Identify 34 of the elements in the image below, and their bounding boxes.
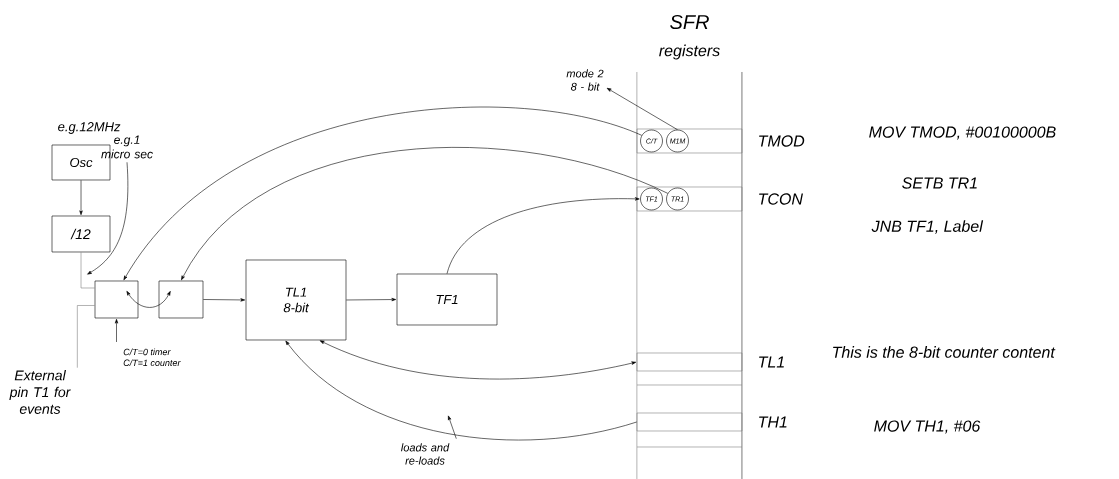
column-heading: SFR [670, 14, 709, 30]
arrow [80, 252, 95, 289]
note-text: e.g.1 micro sec [101, 135, 153, 159]
register-name: TL1 [759, 356, 784, 368]
instruction-text: JNB TF1, Label [871, 220, 984, 234]
arrow [319, 340, 637, 380]
arrow [346, 297, 397, 302]
arrow [446, 197, 640, 274]
arrow [126, 291, 171, 308]
register-name: TH1 [759, 416, 787, 428]
instruction-text: MOV TH1, #06 [874, 420, 981, 434]
column-heading: registers [659, 44, 720, 60]
instruction-text: SETB TR1 [902, 177, 977, 189]
counter-box: TL1 8-bit [245, 259, 347, 341]
arrow [123, 106, 642, 281]
arrow [181, 147, 668, 281]
flag-box: TF1 [396, 273, 498, 326]
arrow [203, 298, 246, 302]
note-text: loads and re-loads [401, 443, 450, 465]
gate-box [158, 280, 204, 319]
instruction-text: MOV TMOD, #00100000B [869, 126, 1056, 140]
arrow [606, 87, 678, 130]
arrow [285, 340, 637, 441]
note-text: C/T=0 timer C/T=1 counter [123, 348, 181, 366]
switch-box [94, 280, 139, 319]
instruction-text: This is the 8-bit counter content [833, 346, 1056, 358]
note-text: mode 2 8 - bit [566, 69, 604, 91]
register-name: TMOD [759, 135, 805, 147]
arrow [87, 162, 129, 275]
register-name: TCON [759, 193, 803, 205]
arrow [448, 415, 457, 439]
note-text: External pin T1 for events [9, 370, 71, 414]
arrow [114, 318, 119, 343]
arrow [79, 180, 83, 216]
